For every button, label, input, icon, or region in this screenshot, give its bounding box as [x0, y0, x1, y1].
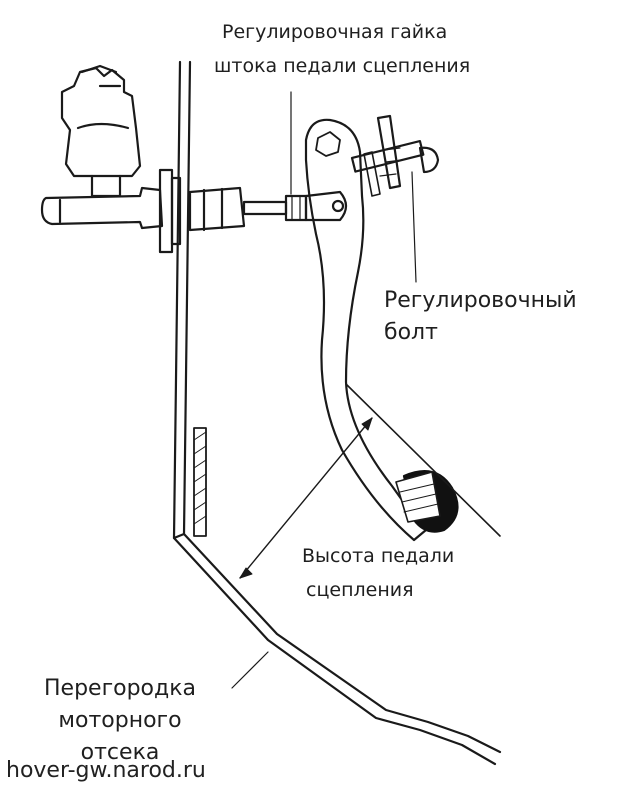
- pedal-arm: [304, 118, 428, 542]
- nut-label-line-2: штока педали сцепления: [214, 55, 471, 77]
- bulkhead-label-line-1: Перегородка: [43, 676, 196, 701]
- nut-label-line-1: Регулировочная гайка: [222, 21, 448, 43]
- bulkhead-seal: [193, 427, 207, 537]
- bulkhead-label-line-3: отсека: [80, 740, 160, 765]
- bulkhead-label-line-2: моторного: [58, 708, 182, 733]
- bulkhead-leader: [231, 651, 269, 689]
- bolt-label-line-1: Регулировочный: [384, 288, 577, 313]
- watermark: hover-gw.narod.ru: [6, 758, 206, 783]
- height-label-line-2: сцепления: [306, 579, 414, 601]
- push-rod: [242, 91, 348, 222]
- adjusting-bolt: [350, 114, 440, 283]
- height-label-line-1: Высота педали: [302, 545, 455, 567]
- bulkhead-panel: [172, 60, 502, 766]
- bolt-label-line-2: болт: [384, 320, 438, 345]
- pedal-pad: [395, 470, 459, 533]
- master-cylinder-body: [40, 168, 246, 254]
- pedal-height-dimension: [239, 383, 501, 579]
- master-cylinder-reservoir: [60, 64, 142, 198]
